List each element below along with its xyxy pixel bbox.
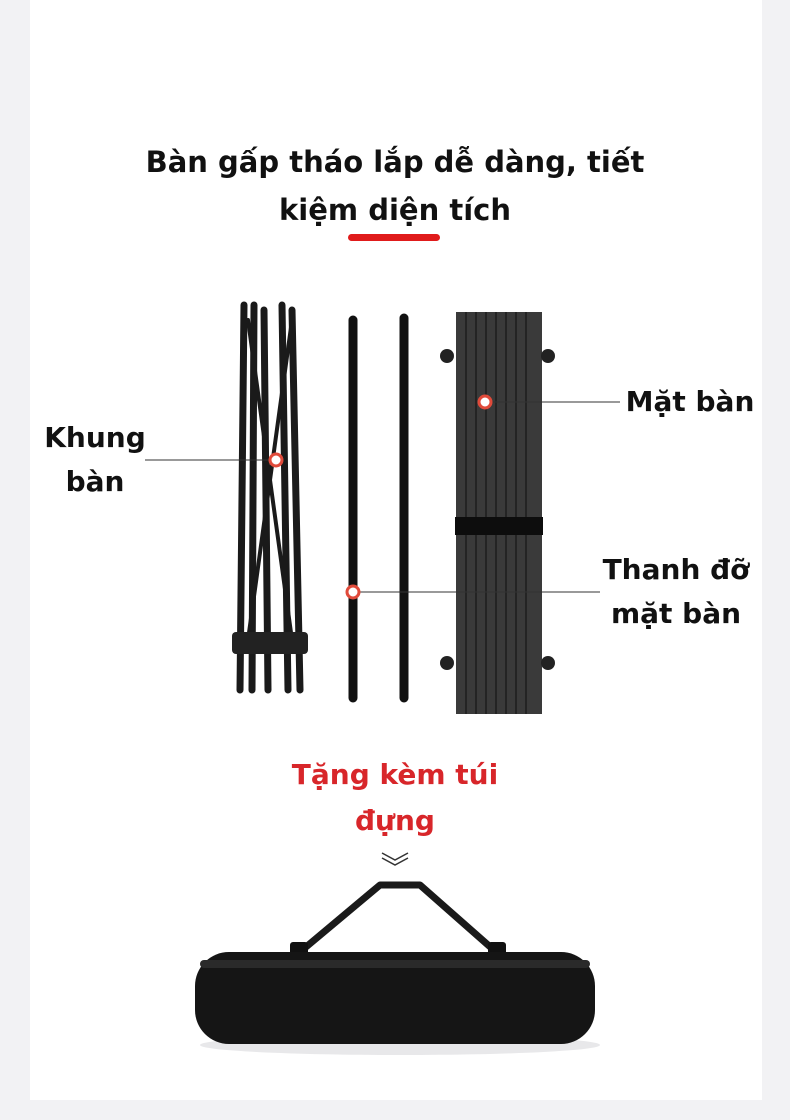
frame-label-line-2: bàn xyxy=(65,465,125,498)
title-line-2: kiệm diện tích xyxy=(279,193,511,227)
frame-label-line-1: Khung xyxy=(44,421,146,454)
support-label-line-2: mặt bàn xyxy=(610,597,742,630)
support-bars-image xyxy=(348,313,409,703)
support-label-line-1: Thanh đỡ xyxy=(602,553,750,586)
tabletop-image xyxy=(440,312,555,714)
table-frame-image xyxy=(232,301,308,694)
callout-pointers xyxy=(145,401,620,593)
callout-frame-label: Khung bàn xyxy=(40,416,150,504)
gift-line-2: đựng xyxy=(355,804,435,837)
carry-bag-image xyxy=(195,881,600,1055)
support-marker xyxy=(345,584,361,600)
title-line-1: Bàn gấp tháo lắp dễ dàng, tiết xyxy=(145,145,645,179)
gift-line-1: Tặng kèm túi xyxy=(291,758,499,791)
tabletop-marker xyxy=(477,394,493,410)
page-title: Bàn gấp tháo lắp dễ dàng, tiết kiệm diện… xyxy=(0,138,790,234)
content-panel xyxy=(30,0,762,1100)
chevron-down-icon xyxy=(381,852,409,866)
title-underline xyxy=(348,234,440,241)
callout-tabletop-label: Mặt bàn xyxy=(625,385,755,418)
gift-bag-heading: Tặng kèm túi đựng xyxy=(0,752,790,844)
frame-marker xyxy=(268,452,284,468)
callout-support-label: Thanh đỡ mặt bàn xyxy=(600,548,752,636)
